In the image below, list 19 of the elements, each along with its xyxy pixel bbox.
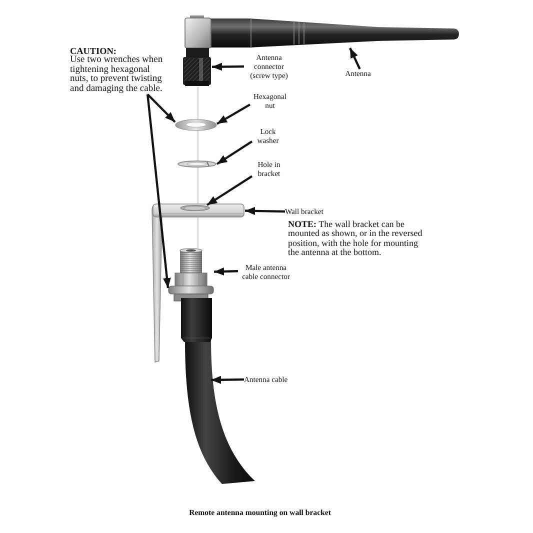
leader-arrow (211, 376, 244, 384)
bracket-hole (180, 205, 210, 211)
antenna-connector (182, 15, 212, 87)
caution-heading: CAUTION: (70, 46, 116, 56)
lock-washer (177, 160, 217, 168)
leader-arrow (214, 267, 238, 276)
leader-arrow (146, 94, 176, 123)
leader-arrow (216, 104, 251, 125)
caution-text: Use two wrenches when tightening hexagonal nuts, to prevent twisting and damaging the cable. (70, 56, 164, 94)
note-text: NOTE: The wall bracket can be mounted as shown, or in the reversed position, with the hole for mounting the antenna at the bottom. (288, 220, 424, 258)
hex-nut (175, 119, 217, 131)
alignment-line (197, 86, 198, 248)
antenna (210, 18, 460, 48)
leader-arrow (206, 175, 253, 206)
leader-arrow (146, 94, 171, 288)
leader-arrow (212, 62, 244, 71)
leader-arrow (216, 140, 253, 165)
leader-arrow (349, 48, 361, 70)
leader-arrow (244, 206, 286, 215)
